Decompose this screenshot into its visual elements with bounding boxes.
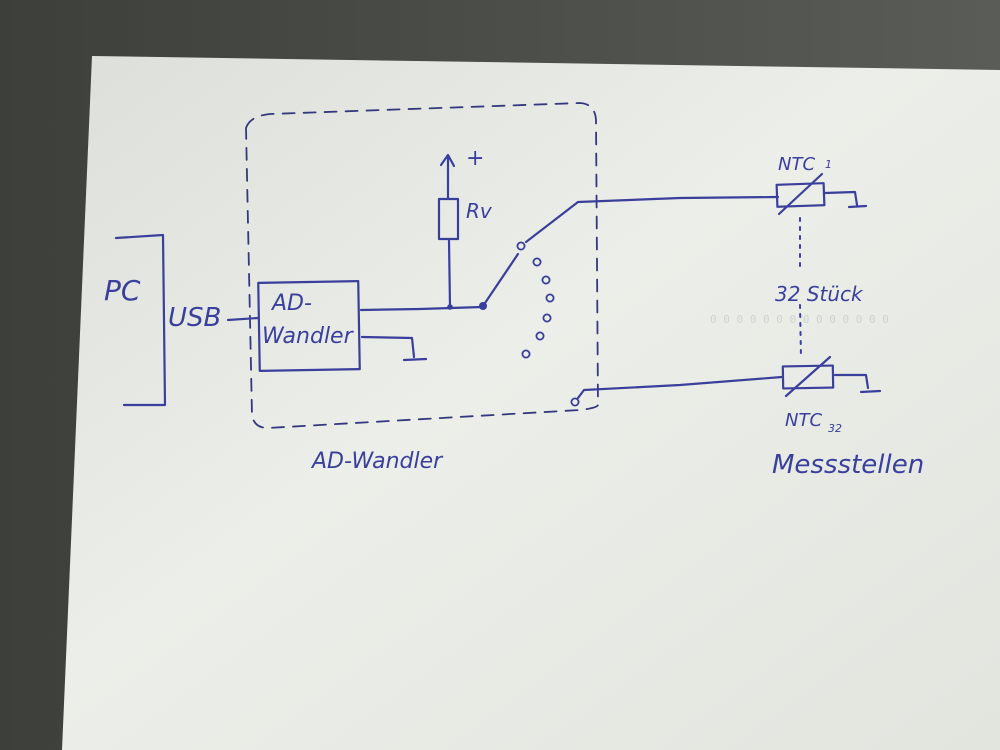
enclosure-dashed-box [245,102,599,429]
adc-ground-wire [360,335,416,359]
paper-sheet [62,56,1000,750]
resistor-rv [437,197,460,241]
switch-contact-1 [516,241,526,251]
ntc32-thermistor [781,364,835,390]
show-through-print: 0 0 0 0 0 0 0 0 0 0 0 0 0 0 [710,313,889,326]
pc-bracket [114,233,167,407]
ntc32-ground-symbol [859,389,882,394]
junction-dot [447,304,453,310]
switch-contact-6 [535,331,545,341]
ntc32-index: 32 [828,422,842,435]
resistor-rv-label: Rv [466,199,493,223]
resistor-lead-bottom [447,238,452,309]
supply-label: + [466,146,484,171]
ntc32-slash [784,355,832,398]
sensor-array-dotted-link-lower [799,304,802,359]
ntc1-thermistor [775,182,826,208]
ntc1-ground-wire [823,190,859,207]
ntc1-slash [777,172,824,216]
ntc1-index: 1 [825,158,832,171]
wire-to-ntc1 [524,195,780,244]
adc-box-label-line1: AD- [270,291,312,316]
enclosure-caption: AD-Wandler [310,449,444,474]
switch-contact-2 [532,257,542,267]
switch-contact-3 [541,275,551,285]
switch-wiper [481,252,520,308]
wire-to-ntc32 [576,375,784,400]
svg-text:0 0 0 0 0 0 0 0 0 0 0 0 0 0: 0 0 0 0 0 0 0 0 0 0 0 0 0 0 [710,313,889,326]
adc-ground-symbol [402,357,428,362]
switch-contact-7 [521,349,531,359]
adc-signal-wire [359,305,484,312]
ntc1-label: NTC [778,154,815,175]
ntc1-ground-symbol [847,204,868,209]
ntc32-ground-wire [833,373,870,390]
switch-contact-8 [570,397,580,407]
ntc32-label: NTC [785,410,822,431]
supply-arrow [439,153,456,200]
sensors-caption: Messstellen [772,450,924,480]
adc-box [257,280,361,372]
usb-wire [226,316,260,322]
sensor-count-label: 32 Stück [775,282,864,306]
pc-label: PC [104,274,141,307]
switch-contact-5 [542,313,552,323]
usb-label: USB [168,303,221,333]
adc-box-label-line2: Wandler [262,324,355,349]
switch-contacts [516,241,580,407]
switch-contact-4 [545,293,555,303]
